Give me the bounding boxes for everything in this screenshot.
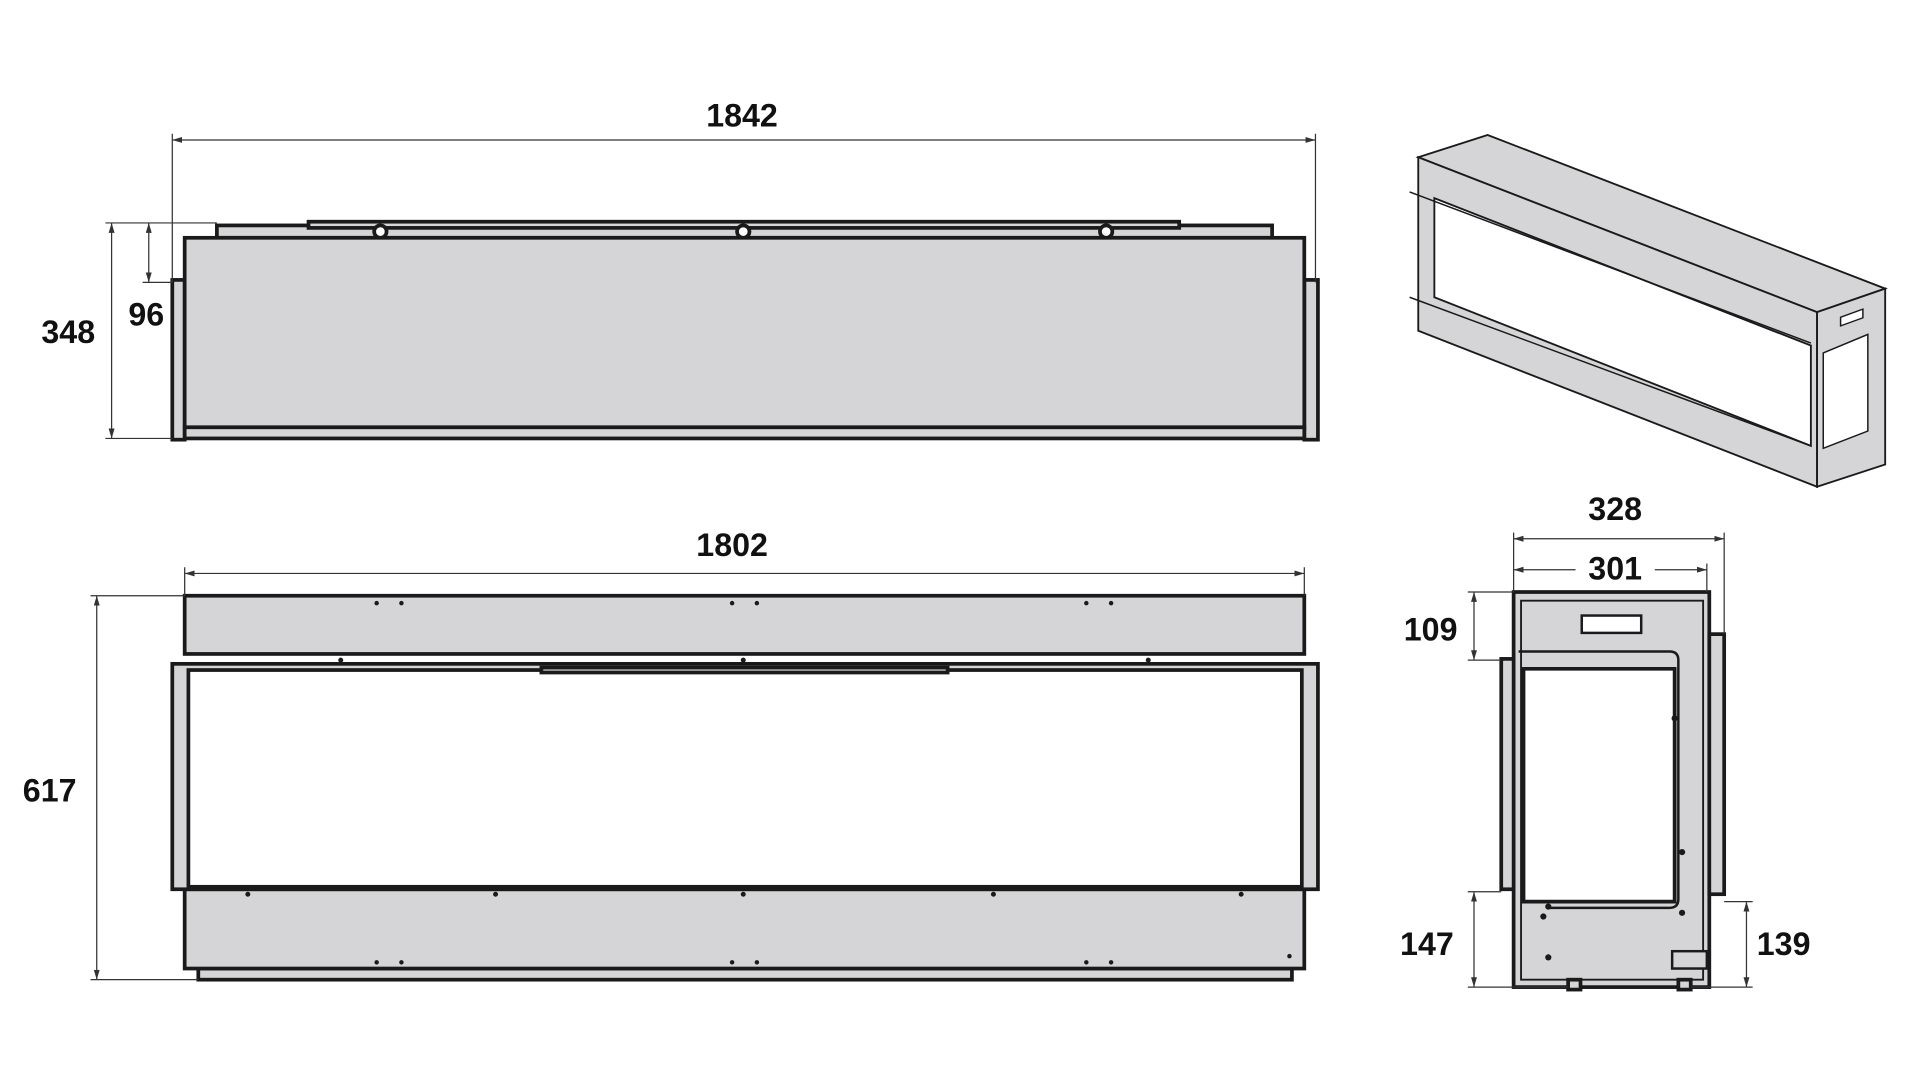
foot [1676, 977, 1693, 992]
foot [1566, 977, 1583, 992]
vent-handle [1839, 308, 1864, 327]
rear-door [1707, 632, 1727, 897]
glass-retainer [1518, 650, 1680, 910]
bottom-panel [182, 887, 1307, 971]
side-glass [1822, 333, 1869, 450]
front-view-top: 1842 348 96 [41, 97, 1320, 442]
dimension-label: 617 [23, 772, 77, 808]
dimension-label: 96 [128, 297, 164, 333]
dimension-label: 139 [1757, 926, 1811, 962]
left-tab [170, 278, 187, 442]
dimension-label: 109 [1404, 611, 1458, 647]
top-panel [182, 593, 1307, 656]
top-rail [539, 665, 950, 675]
dimension-label: 1842 [706, 97, 778, 133]
dimension-label: 147 [1400, 926, 1454, 962]
vent-slot [1580, 614, 1643, 635]
front-view-bottom: 1802 617 [23, 527, 1320, 982]
dimension-label: 1802 [696, 527, 768, 563]
isometric-view [1409, 134, 1888, 489]
base-strip [182, 425, 1307, 441]
glass-opening [186, 668, 1304, 889]
main-body [182, 235, 1307, 430]
side-glass-opening [1521, 666, 1677, 904]
bracket [1670, 949, 1709, 970]
right-tab [1302, 278, 1320, 442]
screws [1540, 715, 1686, 961]
dimension-label: 301 [1588, 551, 1642, 587]
side-view: 328 301 109 147 139 [1400, 491, 1811, 992]
dimension-label: 328 [1588, 491, 1642, 527]
dimension-label: 348 [41, 314, 95, 350]
front-frame [1499, 657, 1516, 892]
screws [245, 600, 1292, 965]
